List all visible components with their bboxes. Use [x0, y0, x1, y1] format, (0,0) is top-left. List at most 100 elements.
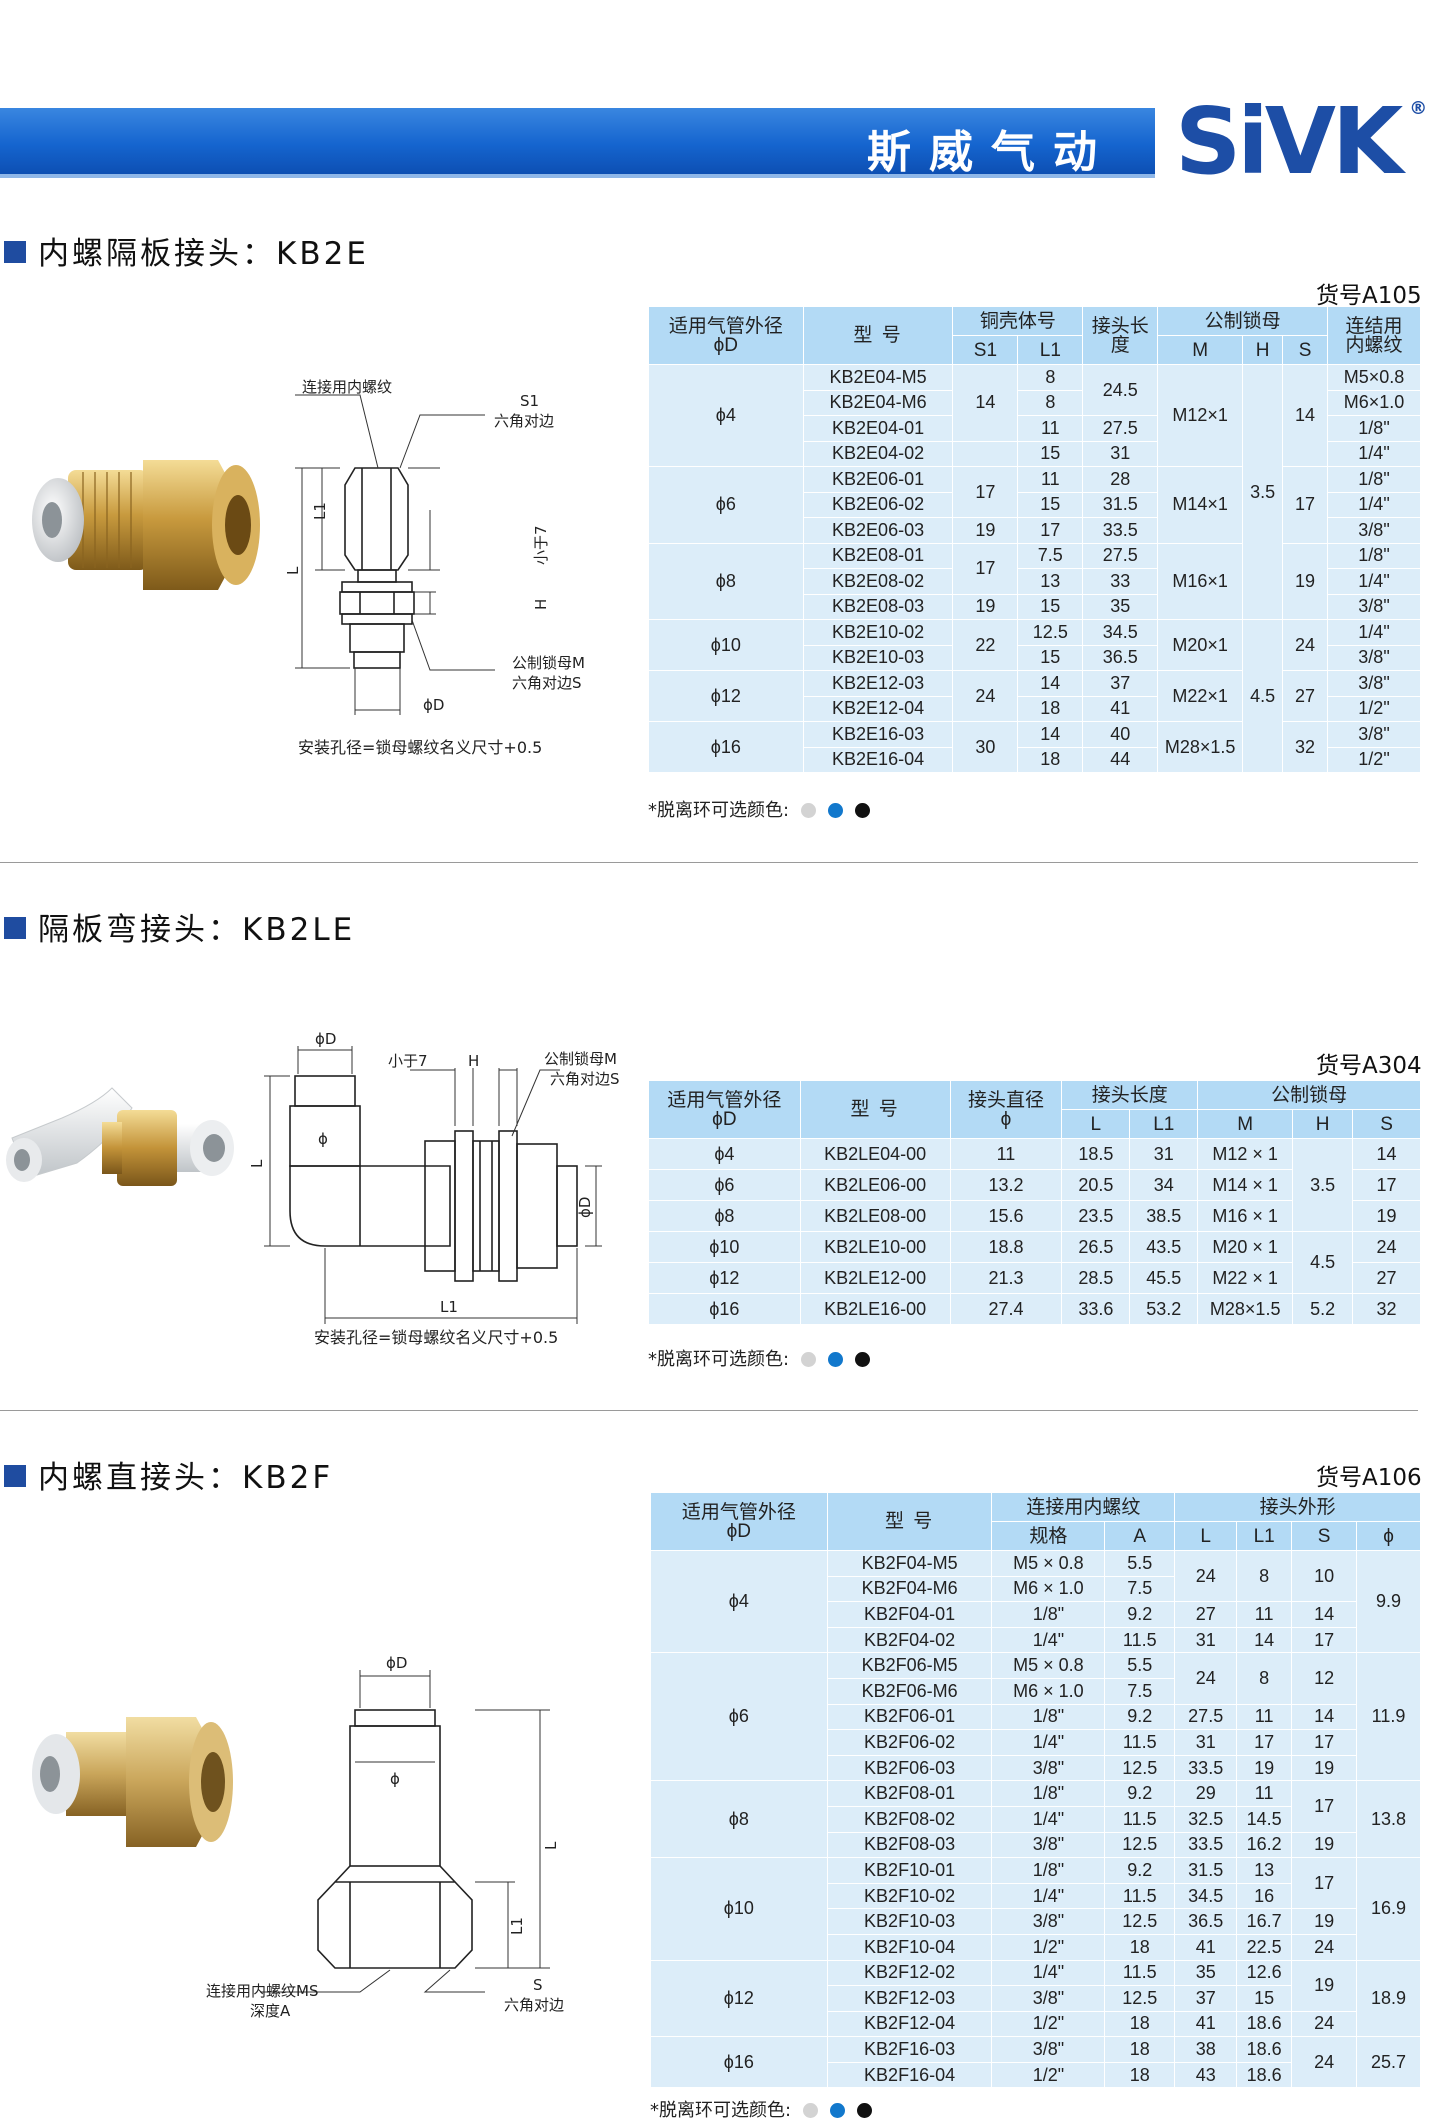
registered-mark: ®: [1409, 98, 1428, 119]
phi-cell: 13.8: [1356, 1780, 1421, 1859]
s-cell: 19: [1291, 1831, 1358, 1859]
label-lt7: 小于7: [532, 525, 550, 565]
blue-dot-icon: [828, 1352, 844, 1367]
item-code-a106: 货号A106: [1316, 1465, 1422, 1491]
l1-cell: 16: [1236, 1882, 1293, 1910]
s-cell: 24: [1352, 1231, 1421, 1263]
thread-cell: 1/8": [1327, 415, 1421, 442]
thread-cell: 1/4": [1327, 619, 1421, 646]
th-model: 型 号: [826, 1492, 993, 1551]
l-cell: 24.5: [1082, 364, 1159, 416]
model-cell: KB2E16-04: [802, 746, 954, 773]
od-cell: ϕ4: [648, 364, 804, 467]
od-cell: ϕ4: [650, 1549, 828, 1654]
phi-cell: 25.7: [1356, 2036, 1421, 2089]
l1-cell: 34: [1129, 1169, 1199, 1201]
model-cell: KB2F08-02: [826, 1805, 993, 1833]
model-cell: KB2E10-03: [802, 644, 954, 671]
model-cell: KB2E08-01: [802, 542, 954, 569]
model-cell: KB2F04-01: [826, 1601, 993, 1628]
spec-cell: 3/8": [991, 1754, 1106, 1782]
model-cell: KB2E08-03: [802, 593, 954, 620]
s-cell: 19: [1352, 1200, 1421, 1232]
label-hex: 六角对边: [504, 1996, 564, 2014]
a-cell: 11.5: [1104, 1805, 1176, 1833]
l-cell: 41: [1174, 1933, 1238, 1961]
spec-cell: M6 × 1.0: [991, 1575, 1106, 1603]
thread-cell: 1/2": [1327, 746, 1421, 773]
phi-cell: 11.9: [1356, 1652, 1421, 1782]
model-cell: KB2LE16-00: [799, 1293, 951, 1325]
spec-cell: 3/8": [991, 1908, 1106, 1935]
s1-cell: 17: [952, 466, 1019, 518]
model-cell: KB2F08-01: [826, 1780, 993, 1807]
gray-dot-icon: [803, 2103, 819, 2118]
m-cell: M14 × 1: [1197, 1169, 1294, 1201]
spec-cell: 1/8": [991, 1857, 1106, 1884]
m-cell: M22×1: [1157, 670, 1244, 722]
label-hex: 六角对边: [494, 412, 554, 430]
a-cell: 12.5: [1104, 1754, 1176, 1782]
label-phi: ϕ: [390, 1770, 400, 1788]
l-cell: 41: [1082, 695, 1159, 722]
th-spec: 规格: [991, 1521, 1106, 1551]
a-cell: 7.5: [1104, 1575, 1176, 1603]
kb2f-drawing: ϕD ϕ L L1 连接用内螺纹MS 深度A S 六角对边: [206, 1654, 564, 2020]
a-cell: 11.5: [1104, 1626, 1176, 1654]
od-cell: ϕ16: [650, 2036, 828, 2089]
th-l1: L1: [1129, 1109, 1199, 1139]
m-cell: M28×1.5: [1197, 1293, 1294, 1325]
model-cell: KB2E04-02: [802, 440, 954, 467]
model-cell: KB2E06-02: [802, 491, 954, 518]
l-cell: 32.5: [1174, 1805, 1238, 1833]
l-cell: 27.5: [1082, 542, 1159, 569]
spec-cell: 1/4": [991, 1805, 1106, 1833]
s-cell: 27: [1282, 670, 1329, 722]
h-cell: 4.5: [1242, 619, 1284, 773]
l-cell: 34.5: [1082, 619, 1159, 646]
l-cell: 24: [1174, 1652, 1238, 1705]
l1-cell: 14: [1236, 1626, 1293, 1654]
model-cell: KB2E08-02: [802, 568, 954, 595]
th-nut: 公制锁母: [1197, 1080, 1421, 1110]
od-cell: ϕ6: [648, 1169, 801, 1201]
a-cell: 18: [1104, 1933, 1176, 1961]
thread-cell: 1/8": [1327, 542, 1421, 569]
l1-cell: 11: [1236, 1780, 1293, 1807]
l1-cell: 8: [1017, 389, 1084, 416]
a-cell: 18: [1104, 2061, 1176, 2089]
l1-cell: 11: [1236, 1703, 1293, 1731]
l-cell: 29: [1174, 1780, 1238, 1807]
section-title-kb2f: 内螺直接头：KB2F: [4, 1452, 333, 1497]
l-cell: 33.5: [1174, 1754, 1238, 1782]
s-cell: 17: [1291, 1857, 1358, 1910]
s-cell: 32: [1352, 1293, 1421, 1325]
l-cell: 41: [1174, 2010, 1238, 2038]
model-cell: KB2LE12-00: [799, 1262, 951, 1294]
thread-cell: 1/4": [1327, 491, 1421, 518]
a-cell: 18: [1104, 2036, 1176, 2063]
s-cell: 32: [1282, 721, 1329, 773]
l-cell: 33.6: [1061, 1293, 1131, 1325]
l-cell: 33.5: [1082, 517, 1159, 544]
l-cell: 43: [1174, 2061, 1238, 2089]
s-cell: 17: [1291, 1780, 1358, 1833]
brand-logo: SiVK ®: [1175, 96, 1427, 188]
label-d: ϕD: [386, 1654, 407, 1672]
s-cell: 14: [1282, 364, 1329, 467]
l1-cell: 17: [1017, 517, 1084, 544]
model-cell: KB2F12-02: [826, 1959, 993, 1987]
blue-dot-icon: [828, 803, 844, 818]
thread-cell: 1/4": [1327, 568, 1421, 595]
l1-cell: 43.5: [1129, 1231, 1199, 1263]
spec-cell: M5 × 0.8: [991, 1652, 1106, 1679]
l-cell: 31: [1082, 440, 1159, 467]
l1-cell: 11: [1236, 1601, 1293, 1628]
phi-cell: 18.9: [1356, 1959, 1421, 2038]
l-cell: 28: [1082, 466, 1159, 493]
